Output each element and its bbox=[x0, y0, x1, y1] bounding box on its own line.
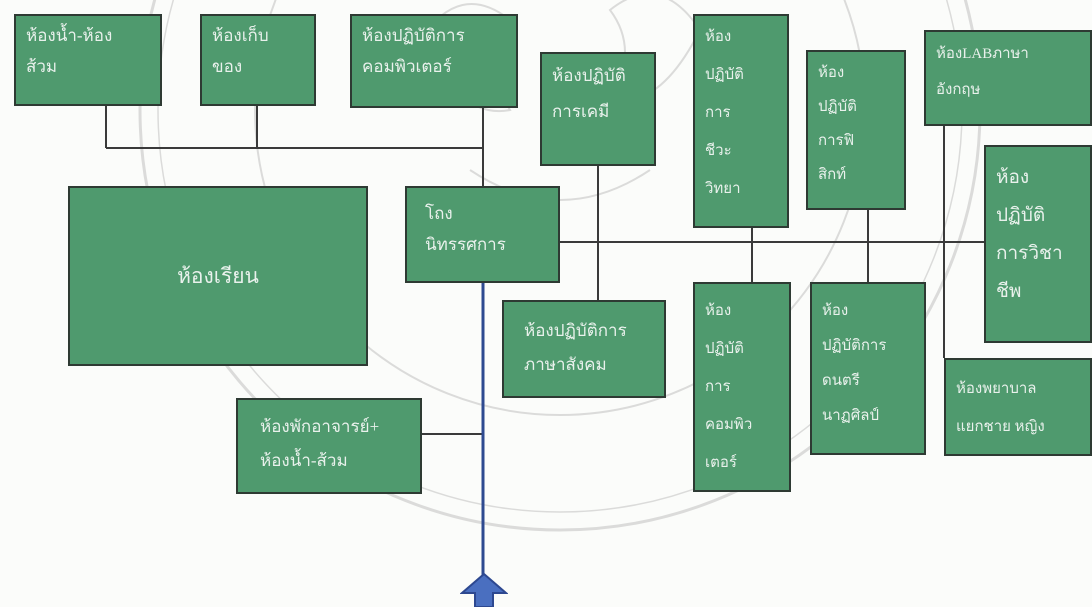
room-bio-lab: ห้อง ปฏิบัติ การ ชีวะ วิทยา bbox=[693, 14, 789, 228]
room-label-line: โถง bbox=[425, 204, 453, 223]
room-vocational-lab: ห้อง ปฏิบัติ การวิชา ชีพ bbox=[984, 145, 1092, 343]
room-storage: ห้องเก็บ ของ bbox=[200, 14, 316, 106]
room-label-line: ห้องเรียน bbox=[177, 263, 259, 288]
room-computer-lab-bottom: ห้อง ปฏิบัติ การ คอมพิว เตอร์ bbox=[693, 282, 791, 492]
room-english-lab: ห้องLABภาษา อังกฤษ bbox=[924, 30, 1092, 126]
room-label-line: คอมพิวเตอร์ bbox=[362, 57, 452, 76]
room-chem-lab: ห้องปฏิบัติ การเคมี bbox=[540, 52, 656, 166]
room-label-line: ห้องพยาบาล bbox=[956, 381, 1037, 397]
room-label-line: ห้องน้ำ-ห้อง bbox=[26, 26, 113, 45]
room-label-line: ห้อง bbox=[705, 29, 732, 45]
room-label-line: ภาษาสังคม bbox=[524, 355, 607, 374]
room-label-line: การ bbox=[705, 105, 731, 121]
room-label-line: ปฏิบัติ bbox=[818, 99, 857, 115]
room-label-line: นิทรรศการ bbox=[425, 235, 506, 254]
room-label-line: ปฏิบัติการ bbox=[822, 338, 887, 354]
up-arrow-icon bbox=[460, 573, 508, 607]
room-label-line: ชีวะ bbox=[705, 143, 732, 159]
room-label-line: ห้อง bbox=[705, 303, 732, 319]
room-label-line: ห้องน้ำ-ส้วม bbox=[260, 451, 348, 470]
room-label-line: อังกฤษ bbox=[936, 82, 981, 98]
room-label-line: ห้องปฏิบัติการ bbox=[524, 321, 627, 340]
room-label-line: สิกท์ bbox=[818, 167, 847, 183]
room-label-line: ปฏิบัติ bbox=[705, 341, 744, 357]
room-physics-lab: ห้อง ปฏิบัติ การฟิ สิกท์ bbox=[806, 50, 906, 210]
room-label-line: นาฏศิลป์ bbox=[822, 408, 879, 424]
room-label-line: คอมพิว bbox=[705, 417, 753, 433]
room-label-line: วิทยา bbox=[705, 181, 741, 197]
room-label-line: ห้องLABภาษา bbox=[936, 46, 1029, 62]
room-label-line: การ bbox=[705, 379, 731, 395]
room-label-line: ส้วม bbox=[26, 57, 58, 76]
room-label-line: ของ bbox=[212, 57, 243, 76]
room-restroom-top: ห้องน้ำ-ห้อง ส้วม bbox=[14, 14, 162, 106]
room-label-line: ห้อง bbox=[996, 167, 1030, 188]
room-label-line: ดนตรี bbox=[822, 373, 860, 389]
room-music-lab: ห้อง ปฏิบัติการ ดนตรี นาฏศิลป์ bbox=[810, 282, 926, 455]
room-label-line: ห้อง bbox=[818, 65, 845, 81]
room-social-lab: ห้องปฏิบัติการ ภาษาสังคม bbox=[502, 300, 666, 398]
room-classroom: ห้องเรียน bbox=[68, 186, 368, 366]
room-label-line: ห้องพักอาจารย์+ bbox=[260, 417, 380, 436]
room-label-line: เตอร์ bbox=[705, 455, 737, 471]
room-teacher: ห้องพักอาจารย์+ ห้องน้ำ-ส้วม bbox=[236, 398, 422, 494]
room-nurse: ห้องพยาบาล แยกชาย หญิง bbox=[944, 358, 1092, 456]
room-label-line: การเคมี bbox=[552, 102, 610, 121]
room-label-line: การวิชา bbox=[996, 243, 1063, 264]
room-label-line: แยกชาย หญิง bbox=[956, 419, 1045, 435]
room-label-line: ปฏิบัติ bbox=[996, 205, 1046, 226]
room-label-line: ห้องเก็บ bbox=[212, 26, 269, 45]
room-label-line: ห้องปฏิบัติ bbox=[552, 66, 626, 85]
room-label-line: ห้องปฏิบัติการ bbox=[362, 26, 465, 45]
room-auditorium: โถง นิทรรศการ bbox=[405, 186, 560, 283]
room-computer-lab-top: ห้องปฏิบัติการ คอมพิวเตอร์ bbox=[350, 14, 518, 108]
room-label-line: การฟิ bbox=[818, 133, 855, 149]
room-label-line: ห้อง bbox=[822, 303, 849, 319]
room-label-line: ปฏิบัติ bbox=[705, 67, 744, 83]
room-label-line: ชีพ bbox=[996, 281, 1022, 302]
